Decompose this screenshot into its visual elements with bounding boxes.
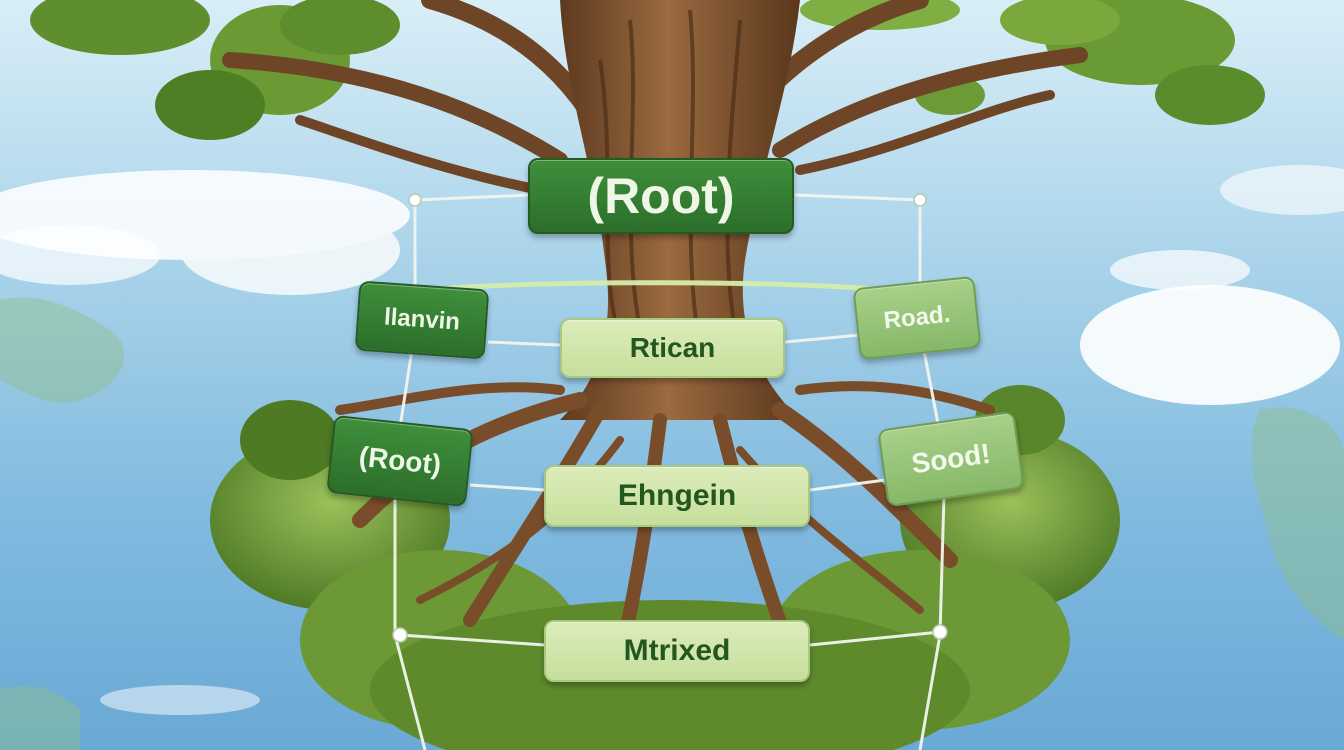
background-clouds bbox=[0, 165, 1344, 715]
label-right-upper: Road. bbox=[852, 275, 982, 361]
background-land bbox=[0, 297, 1344, 750]
label-left-upper: llanvin bbox=[354, 280, 490, 360]
label-left-lower: (Root) bbox=[326, 414, 474, 508]
connector-nodes bbox=[392, 193, 948, 643]
label-center-lower: Ehngein bbox=[544, 465, 810, 527]
label-bottom: Mtrixed bbox=[544, 620, 810, 682]
label-root-top: (Root) bbox=[528, 158, 794, 234]
label-center-upper: Rtican bbox=[560, 318, 785, 378]
